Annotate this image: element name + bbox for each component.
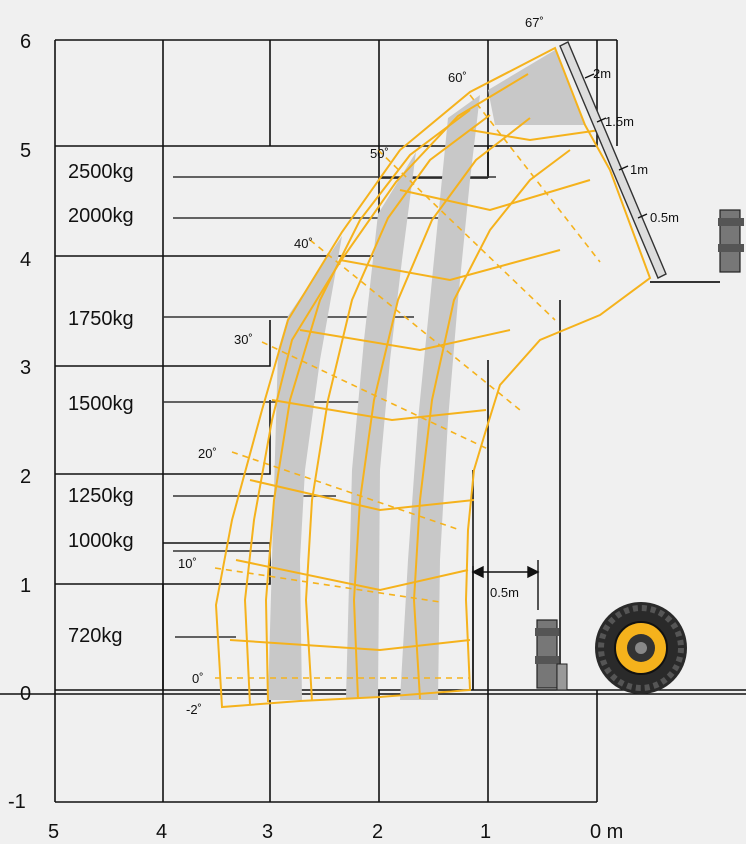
angle-label: 0˚ xyxy=(192,671,204,686)
y-tick: 5 xyxy=(20,140,31,162)
capacity-label: 720kg xyxy=(68,625,123,647)
capacity-label: 1750kg xyxy=(68,308,134,330)
fork-carriage-icon xyxy=(535,619,568,691)
x-tick: 4 xyxy=(156,821,167,843)
y-tick: 2 xyxy=(20,466,31,488)
fork-carriage-icon xyxy=(718,209,744,273)
x-tick: 5 xyxy=(48,821,59,843)
capacity-label: 1250kg xyxy=(68,485,134,507)
wheel-icon xyxy=(595,602,687,694)
extension-label: 1.5m xyxy=(605,114,634,129)
extension-scale xyxy=(559,41,720,283)
y-tick: 1 xyxy=(20,575,31,597)
angle-label: 10˚ xyxy=(178,556,197,571)
angle-label: 30˚ xyxy=(234,332,253,347)
angle-rays xyxy=(214,94,601,679)
y-axis: 6 5 4 3 2 1 0 -1 xyxy=(8,31,31,813)
angle-label: 40˚ xyxy=(294,236,313,251)
angle-labels: 67˚ 60˚ 50˚ 40˚ 30˚ 20˚ 10˚ 0˚ -2˚ xyxy=(178,15,544,717)
x-tick: 3 xyxy=(262,821,273,843)
extension-labels: 2m 1.5m 1m 0.5m 0.5m xyxy=(490,66,679,600)
capacity-label: 2500kg xyxy=(68,161,134,183)
offset-dimension xyxy=(471,560,540,690)
y-tick: 4 xyxy=(20,249,31,271)
shaded-bands xyxy=(268,50,585,700)
x-tick: 2 xyxy=(372,821,383,843)
angle-label: 67˚ xyxy=(525,15,544,30)
angle-label: 20˚ xyxy=(198,446,217,461)
y-tick: 6 xyxy=(20,31,31,53)
x-axis: 5 4 3 2 1 0 m xyxy=(48,821,623,843)
x-tick: 1 xyxy=(480,821,491,843)
x-tick: 0 m xyxy=(590,821,623,843)
extension-label: 1m xyxy=(630,162,648,177)
angle-label: 50˚ xyxy=(370,146,389,161)
angle-label: 60˚ xyxy=(448,70,467,85)
y-tick: 3 xyxy=(20,357,31,379)
capacity-labels: 2500kg 2000kg 1750kg 1500kg 1250kg 1000k… xyxy=(68,161,134,647)
offset-label: 0.5m xyxy=(490,585,519,600)
extension-label: 2m xyxy=(593,66,611,81)
capacity-label: 2000kg xyxy=(68,205,134,227)
capacity-label: 1000kg xyxy=(68,530,134,552)
y-tick: -1 xyxy=(8,791,26,813)
y-tick: 0 xyxy=(20,683,31,705)
extension-label: 0.5m xyxy=(650,210,679,225)
angle-label: -2˚ xyxy=(186,702,202,717)
envelope-curves xyxy=(214,46,652,709)
capacity-label: 1500kg xyxy=(68,393,134,415)
